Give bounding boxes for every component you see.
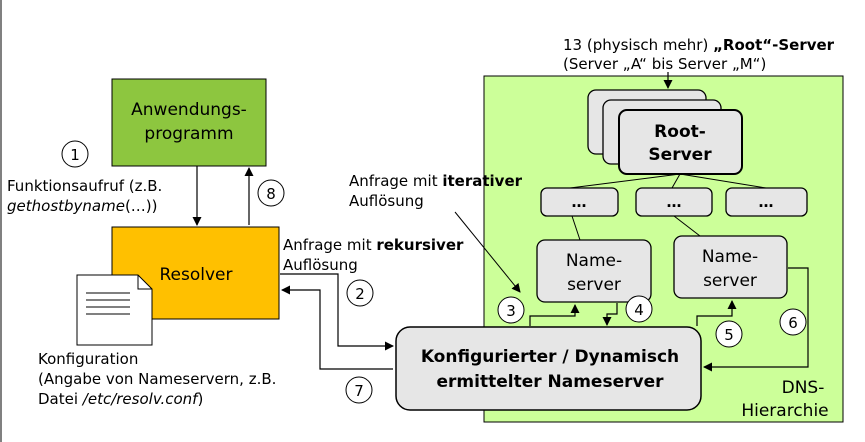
root-server-label-1: Root- — [654, 122, 706, 142]
tld-server-box — [725, 187, 808, 217]
configured-nameserver-label-2: ermittelter Nameserver — [437, 372, 665, 392]
iterative-answer-arrow — [602, 303, 618, 326]
step-marker — [715, 320, 743, 348]
config-file-icon — [76, 274, 153, 346]
nameserver-left-box — [536, 239, 652, 303]
tree-line — [569, 173, 681, 189]
nameserver-right-label-2: server — [703, 271, 757, 291]
iterative-pointer-arrow — [454, 211, 521, 293]
step-marker — [625, 295, 653, 323]
step-marker — [257, 179, 285, 207]
step-number: 5 — [724, 326, 734, 344]
step-number: 6 — [788, 314, 798, 332]
recursive-label-line1: Anfrage mit rekursiver — [283, 236, 464, 254]
iterative-label-line2: Auflösung — [349, 192, 424, 210]
step-marker — [345, 376, 373, 404]
tree-line — [673, 215, 701, 237]
resolver-label: Resolver — [160, 265, 233, 285]
application-box — [111, 78, 267, 167]
configured-nameserver-box — [395, 326, 702, 411]
recursive-label-line2: Auflösung — [283, 256, 358, 274]
nameserver-right-label-1: Name- — [702, 247, 758, 267]
nameserver-left-label-2: server — [567, 275, 621, 295]
step-marker — [61, 140, 89, 168]
root-caption-line1: 13 (physisch mehr) „Root“-Server — [563, 36, 835, 54]
step-number: 8 — [266, 185, 276, 203]
root-caption-line2: (Server „A“ bis Server „M“) — [563, 55, 766, 73]
nameserver-left-label-1: Name- — [566, 251, 622, 271]
tree-line — [679, 173, 767, 189]
step-marker — [779, 308, 807, 336]
config-label-line1: Konfiguration — [38, 350, 138, 368]
step-number: 7 — [354, 382, 364, 400]
tld-server-ellipsis: … — [759, 193, 774, 211]
tree-line — [571, 215, 581, 241]
call-label-line2: gethostbyname(…)) — [7, 197, 158, 215]
iterative-query-arrow — [529, 304, 580, 326]
step-number: 2 — [355, 285, 365, 303]
config-label-line2: (Angabe von Nameservern, z.B. — [38, 370, 276, 388]
iterative-query-arrow — [696, 300, 737, 326]
step-marker — [346, 279, 374, 307]
tld-server-ellipsis: … — [572, 193, 587, 211]
step-number: 4 — [634, 301, 644, 319]
step-number: 3 — [506, 302, 516, 320]
step-number: 1 — [70, 146, 80, 164]
root-server-label-2: Server — [648, 145, 712, 165]
iterative-answer-arrow — [703, 267, 809, 372]
dns-hierarchy-label-2: Hierarchie — [741, 401, 828, 421]
iterative-label-line1: Anfrage mit iterativer — [349, 172, 523, 190]
configured-nameserver-label-1: Konfigurierter / Dynamisch — [421, 347, 679, 367]
call-label-line1: Funktionsaufruf (z.B. — [7, 177, 162, 195]
tld-server-ellipsis: … — [667, 193, 682, 211]
application-label-2: programm — [144, 124, 233, 144]
tree-line — [671, 173, 681, 189]
tld-server-box — [540, 187, 619, 217]
step-marker — [497, 296, 525, 324]
recursive-query-arrow — [280, 273, 394, 351]
nameserver-right-box — [673, 235, 788, 299]
answer-arrow — [281, 285, 393, 370]
application-label-1: Anwendungs- — [131, 100, 247, 120]
config-label-line3: Datei /etc/resolv.conf) — [38, 390, 203, 408]
dns-hierarchy-label-1: DNS- — [782, 378, 825, 398]
